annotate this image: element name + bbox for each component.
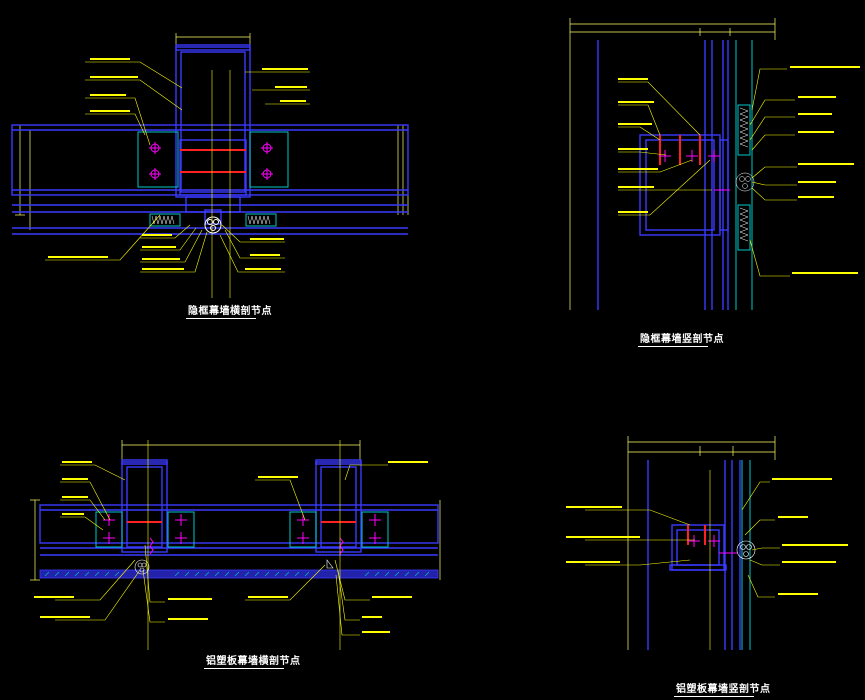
detail-3-drawing — [30, 440, 441, 650]
detail-2-title: 隐框幕墙竖剖节点 — [640, 334, 724, 345]
detail-1-drawing — [11, 33, 409, 298]
detail-3-title: 铝塑板幕墙横剖节点 — [206, 656, 301, 667]
detail-3-title-underline — [204, 668, 284, 669]
detail-4-title-underline — [674, 696, 754, 697]
detail-2-drawing — [569, 18, 860, 310]
detail-1-title-underline — [186, 318, 256, 319]
detail-4-title: 铝塑板幕墙竖剖节点 — [676, 684, 771, 695]
detail-4-drawing — [566, 436, 848, 650]
detail-2-title-underline — [638, 346, 708, 347]
detail-1-title: 隐框幕墙横剖节点 — [188, 306, 272, 317]
